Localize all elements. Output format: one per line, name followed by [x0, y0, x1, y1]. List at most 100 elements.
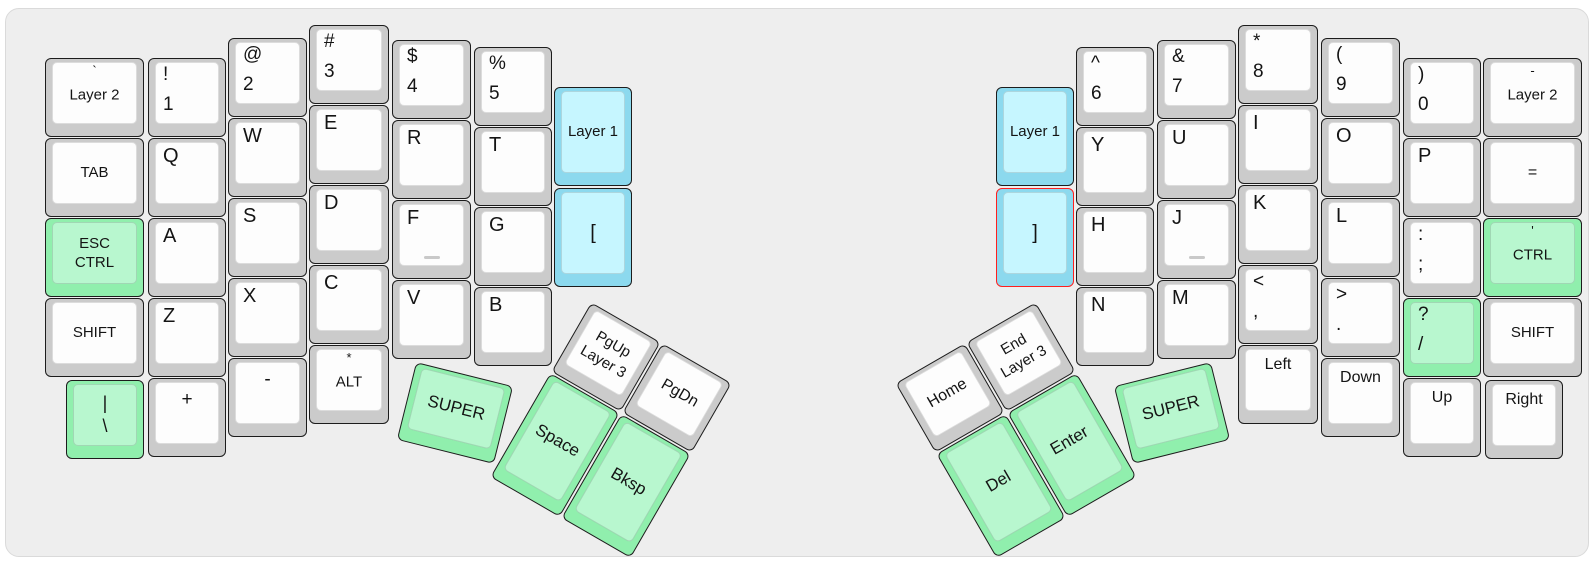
key-c[interactable]: C	[309, 265, 389, 344]
key-colon-semicolon[interactable]: :;	[1403, 218, 1481, 297]
key-m[interactable]: M	[1157, 280, 1236, 359]
key-l[interactable]: L	[1321, 198, 1400, 277]
key-legend: P	[1418, 145, 1432, 167]
key-legend: M	[1172, 287, 1189, 309]
key-lt-comma[interactable]: <,	[1238, 265, 1318, 344]
key-legend: 0	[1418, 94, 1429, 116]
key-legend: 1	[163, 94, 174, 116]
key-amp-7[interactable]: &7	[1157, 40, 1236, 119]
key-legend: 8	[1253, 61, 1264, 83]
keycap-surface: `Layer 2	[52, 62, 137, 124]
key-legend: $	[407, 46, 418, 67]
key-legend: N	[1091, 294, 1106, 316]
key-rparen-0[interactable]: )0	[1403, 58, 1481, 137]
key-layer1-right[interactable]: Layer 1	[996, 87, 1074, 186]
key-excl-1[interactable]: !1	[148, 58, 226, 137]
key-legend: -	[1530, 63, 1535, 78]
key-legend: Enter	[1047, 422, 1092, 460]
key-minus[interactable]: -	[228, 358, 307, 437]
key-right-bracket[interactable]: ]	[996, 188, 1074, 287]
key-legend: CTRL	[74, 254, 115, 271]
key-tab[interactable]: TAB	[45, 138, 144, 217]
key-r[interactable]: R	[392, 120, 471, 199]
key-k[interactable]: K	[1238, 185, 1318, 264]
key-z[interactable]: Z	[148, 298, 226, 377]
key-legend: O	[1336, 125, 1352, 147]
key-lparen-9[interactable]: (9	[1321, 38, 1400, 117]
key-plus[interactable]: +	[148, 378, 226, 457]
key-quote-ctrl[interactable]: 'CTRL	[1483, 218, 1582, 297]
key-super-left[interactable]: SUPER	[396, 362, 514, 464]
key-w[interactable]: W	[228, 118, 307, 197]
keycap-surface: P	[1410, 142, 1474, 204]
key-legend: K	[1253, 192, 1267, 214]
key-grave-layer2[interactable]: `Layer 2	[45, 58, 144, 137]
key-q[interactable]: Q	[148, 138, 226, 217]
key-legend: C	[324, 272, 339, 294]
key-e[interactable]: E	[309, 105, 389, 184]
key-shift-right[interactable]: SHIFT	[1483, 298, 1582, 377]
keycap-surface: T	[481, 131, 545, 193]
key-hash-3[interactable]: #3	[309, 25, 389, 104]
key-u[interactable]: U	[1157, 120, 1236, 199]
key-h[interactable]: H	[1076, 207, 1154, 286]
key-dollar-4[interactable]: $4	[392, 40, 471, 119]
keycap-surface: O	[1328, 122, 1393, 184]
key-t[interactable]: T	[474, 127, 552, 206]
key-legend: Right	[1505, 391, 1543, 408]
key-star-alt[interactable]: *ALT	[309, 345, 389, 424]
key-question-slash[interactable]: ?/	[1403, 298, 1481, 377]
keycap-surface: X	[235, 282, 300, 344]
key-legend: #	[324, 31, 335, 52]
keycap-surface: Z	[155, 302, 219, 364]
key-shift-left[interactable]: SHIFT	[45, 298, 144, 377]
key-legend: 9	[1336, 74, 1347, 96]
key-x[interactable]: X	[228, 278, 307, 357]
key-gt-period[interactable]: >.	[1321, 278, 1400, 357]
key-percent-5[interactable]: %5	[474, 47, 552, 126]
key-legend: Q	[163, 145, 179, 167]
key-legend: (	[1336, 44, 1343, 65]
key-n[interactable]: N	[1076, 287, 1154, 366]
key-y[interactable]: Y	[1076, 127, 1154, 206]
key-p[interactable]: P	[1403, 138, 1481, 217]
key-left-arrow[interactable]: Left	[1238, 345, 1318, 424]
keycap-surface: SHIFT	[52, 302, 137, 364]
key-at-2[interactable]: @2	[228, 38, 307, 117]
key-right-arrow[interactable]: Right	[1485, 380, 1563, 459]
keycap-surface: A	[155, 222, 219, 284]
key-o[interactable]: O	[1321, 118, 1400, 197]
key-super-right[interactable]: SUPER	[1113, 362, 1231, 464]
key-g[interactable]: G	[474, 207, 552, 286]
key-legend: Del	[982, 467, 1015, 497]
keycap-surface: TAB	[52, 142, 137, 204]
key-legend: Layer 1	[567, 123, 619, 141]
key-caret-6[interactable]: ^6	[1076, 47, 1154, 126]
key-star-8[interactable]: *8	[1238, 25, 1318, 104]
key-d[interactable]: D	[309, 185, 389, 264]
key-legend: R	[407, 127, 422, 149]
key-legend: /	[1418, 334, 1424, 356]
key-up-arrow[interactable]: Up	[1403, 378, 1481, 457]
key-dash-layer2[interactable]: -Layer 2	[1483, 58, 1582, 137]
key-legend: X	[243, 285, 257, 307]
key-legend: ALT	[335, 373, 363, 391]
key-s[interactable]: S	[228, 198, 307, 277]
key-i[interactable]: I	[1238, 105, 1318, 184]
key-a[interactable]: A	[148, 218, 226, 297]
key-pipe-backslash[interactable]: |\	[66, 380, 144, 459]
key-left-bracket[interactable]: [	[554, 188, 632, 287]
key-v[interactable]: V	[392, 280, 471, 359]
key-b[interactable]: B	[474, 287, 552, 366]
key-layer1-left[interactable]: Layer 1	[554, 87, 632, 186]
key-legend: SUPER	[425, 391, 487, 425]
key-down-arrow[interactable]: Down	[1321, 358, 1400, 437]
keycap-surface: @2	[235, 42, 300, 104]
key-equals[interactable]: =	[1483, 138, 1582, 217]
key-f[interactable]: F	[392, 200, 471, 279]
key-j[interactable]: J	[1157, 200, 1236, 279]
